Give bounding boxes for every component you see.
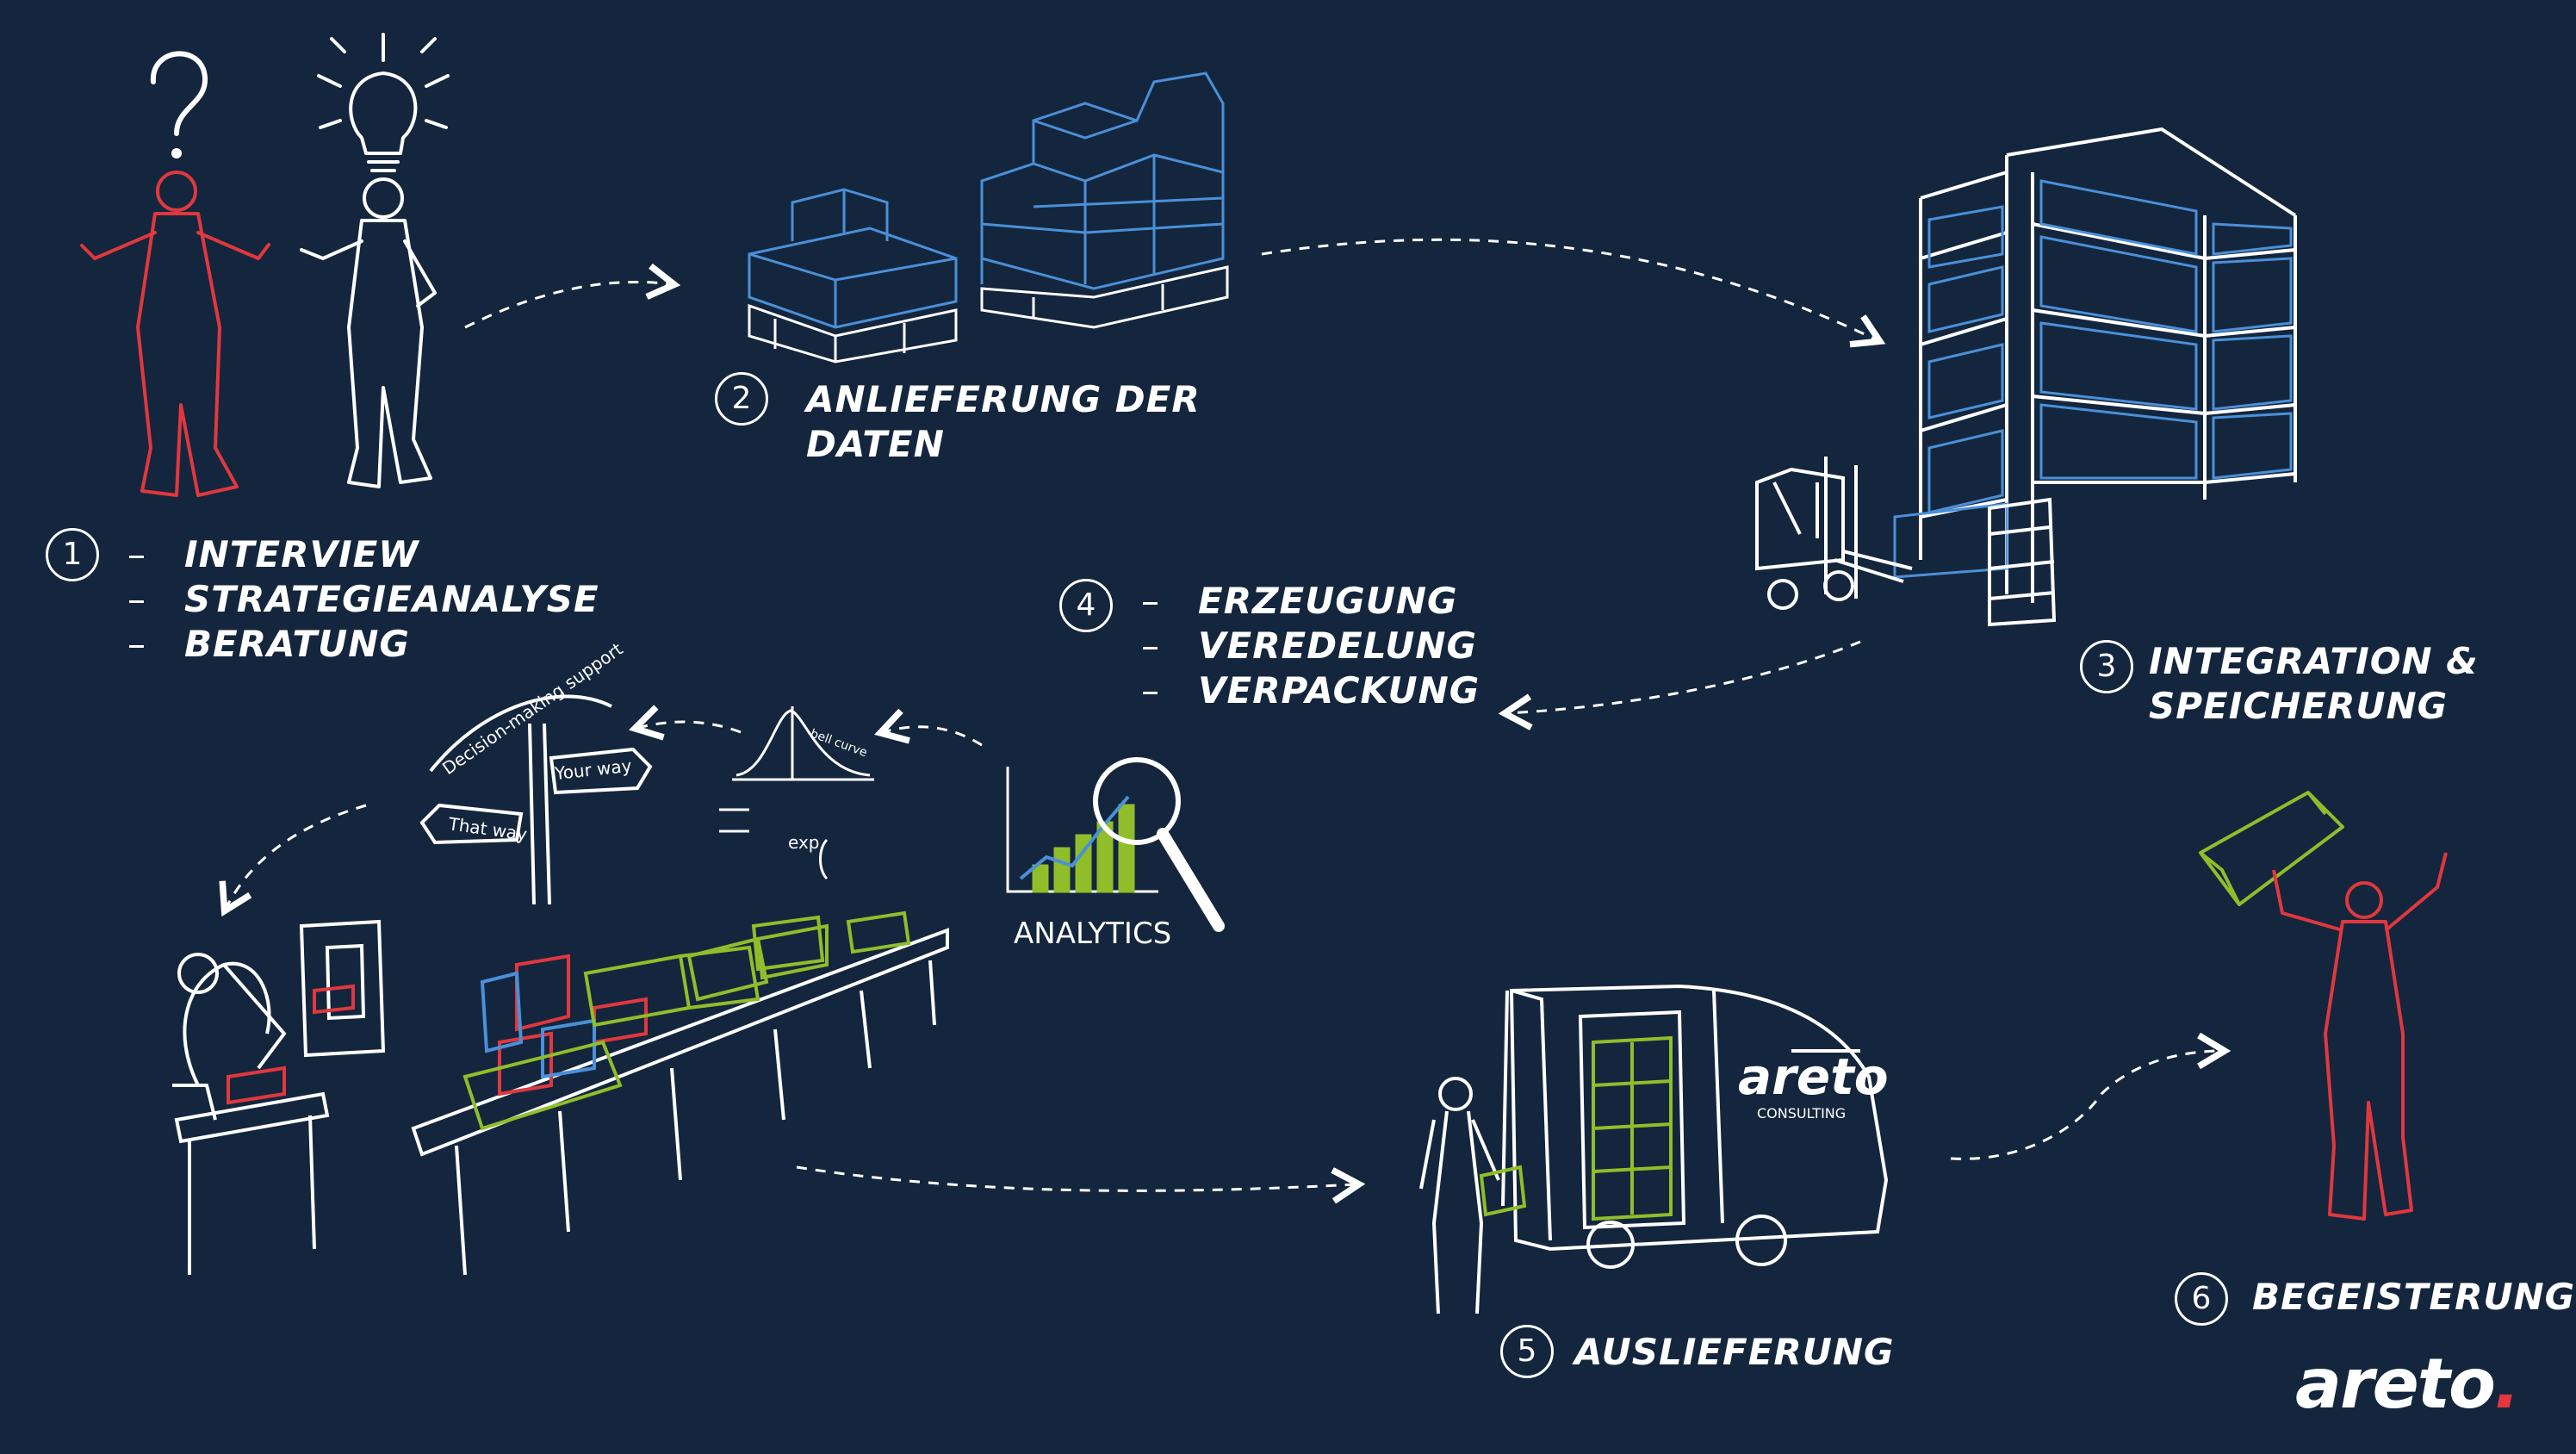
warehouse-racks bbox=[1755, 127, 2297, 627]
arrow-1-to-2 bbox=[464, 282, 672, 329]
step-1-line-2: STRATEGIEANALYSE bbox=[184, 578, 599, 620]
consultant-person-icon bbox=[300, 177, 437, 488]
forklift-icon bbox=[1755, 457, 2057, 627]
question-mark-icon bbox=[150, 51, 208, 136]
data-pallets bbox=[748, 71, 1229, 364]
step-2-line-2: DATEN bbox=[806, 423, 945, 465]
step-6-line-1: BEGEISTERUNG bbox=[2252, 1276, 2576, 1318]
arrow-2-to-3 bbox=[1261, 238, 1878, 340]
analytics-chart-icon bbox=[1006, 757, 1225, 932]
arrow-3-to-4 bbox=[1507, 640, 1861, 713]
step-1-line-1: INTERVIEW bbox=[184, 533, 419, 575]
logo-text: areto bbox=[2295, 1344, 2496, 1424]
flow-arrows bbox=[226, 238, 2222, 1190]
step-3-line-2: SPEICHERUNG bbox=[2149, 685, 2449, 727]
your-way-text: Your way bbox=[553, 755, 633, 784]
step-5-label: AUSLIEFERUNG bbox=[1574, 1330, 1895, 1375]
step-3-line-1: INTEGRATION & bbox=[2149, 640, 2479, 682]
step-1-line-3: BERATUNG bbox=[184, 623, 410, 665]
step-1-number: 1 bbox=[46, 528, 99, 581]
step-2-number: 2 bbox=[715, 372, 768, 426]
step-4-number: 4 bbox=[1059, 579, 1113, 632]
van-subbrand-text: CONSULTING bbox=[1757, 1105, 1846, 1122]
lightbulb-icon bbox=[317, 33, 450, 172]
arrow-curve-to-sign bbox=[637, 722, 742, 732]
arrow-belt-to-van bbox=[796, 1165, 1356, 1190]
step-5-number: 5 bbox=[1500, 1325, 1554, 1378]
analytics-label: ANALYTICS bbox=[1014, 917, 1171, 951]
delivery-van-icon bbox=[1419, 984, 1889, 1314]
arrow-sign-to-robot bbox=[226, 804, 367, 909]
step-3-number: 3 bbox=[2080, 640, 2133, 693]
step-4-line-2: VEREDELUNG bbox=[1198, 624, 1477, 667]
arrow-van-to-cheer bbox=[1950, 1051, 2222, 1160]
step-6-label: BEGEISTERUNG bbox=[2252, 1275, 2575, 1320]
step-5-line-1: AUSLIEFERUNG bbox=[1574, 1331, 1895, 1373]
signpost-icon bbox=[419, 694, 653, 905]
step-1-label: –INTERVIEW –STRATEGIEANALYSE –BERATUNG bbox=[127, 533, 599, 665]
confused-person-icon bbox=[80, 171, 270, 497]
formula-text: exp bbox=[788, 832, 819, 853]
step-4-line-1: ERZEUGUNG bbox=[1198, 580, 1458, 622]
logo-dot: . bbox=[2493, 1344, 2520, 1424]
step-4-label: –ERZEUGUNG –VEREDELUNG –VERPACKUNG bbox=[1141, 580, 1480, 711]
arrow-analytics-to-curve bbox=[883, 727, 983, 747]
production-line bbox=[172, 910, 949, 1276]
step-6-number: 6 bbox=[2175, 1272, 2228, 1326]
step-4-line-3: VERPACKUNG bbox=[1198, 669, 1480, 711]
cheering-person-icon bbox=[2199, 791, 2448, 1221]
bell-curve-icon bbox=[719, 706, 874, 880]
step-2-label: ANLIEFERUNG DER DATEN bbox=[806, 377, 1201, 467]
step-3-label: INTEGRATION & SPEICHERUNG bbox=[2149, 639, 2479, 729]
step-2-line-1: ANLIEFERUNG DER bbox=[806, 378, 1201, 420]
areto-logo: areto. bbox=[2295, 1344, 2520, 1424]
van-brand-text: areto bbox=[1738, 1047, 1889, 1106]
consultation-figures bbox=[80, 33, 450, 497]
